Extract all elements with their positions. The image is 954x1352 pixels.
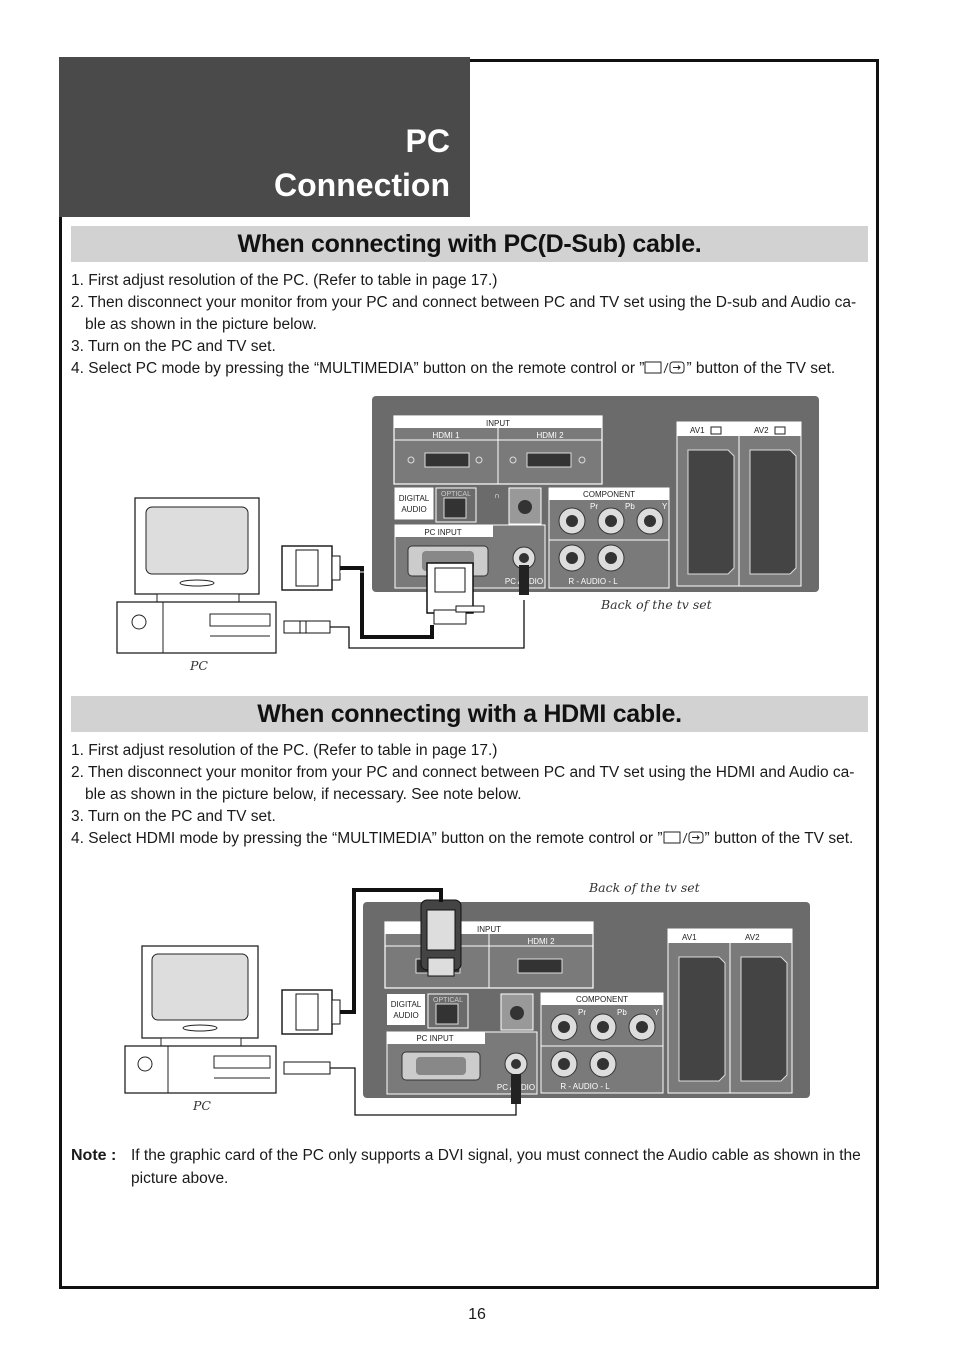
- label-pc-input: PC INPUT: [416, 1034, 453, 1043]
- step-text: 4. Select PC mode by pressing the “MULTI…: [71, 360, 645, 377]
- label-component: COMPONENT: [576, 995, 628, 1004]
- step-item: 4. Select HDMI mode by pressing the “MUL…: [71, 828, 871, 850]
- label-pc-input: PC INPUT: [424, 528, 461, 537]
- page-title-line2: Connection: [274, 167, 450, 203]
- tv-source-icon: [644, 361, 685, 374]
- label-y: Y: [662, 502, 668, 511]
- label-component: COMPONENT: [583, 490, 635, 499]
- step-text: ” button of the TV set.: [704, 830, 854, 847]
- label-optical: OPTICAL: [441, 491, 471, 498]
- page-title-line1: PC: [405, 123, 450, 159]
- label-audio-lr: R - AUDIO - L: [568, 577, 618, 586]
- label-pb: Pb: [617, 1008, 627, 1017]
- input-arrow-icon: [774, 426, 786, 435]
- step-item: 1. First adjust resolution of the PC. (R…: [71, 742, 498, 759]
- caption-pc: PC: [193, 1098, 211, 1113]
- dsub-connection-diagram: INPUT HDMI 1 HDMI 2 DIGITAL AUDIO OPTICA…: [116, 396, 819, 654]
- label-pb: Pb: [625, 502, 635, 511]
- label-digital: DIGITAL: [399, 494, 430, 503]
- label-optical: OPTICAL: [433, 997, 463, 1004]
- caption-pc: PC: [190, 658, 208, 673]
- label-input: INPUT: [477, 925, 501, 934]
- caption-tv-back: Back of the tv set: [601, 597, 712, 612]
- label-av1: AV1: [682, 933, 697, 942]
- label-pr: Pr: [578, 1008, 586, 1017]
- label-audio-lr: R - AUDIO - L: [560, 1082, 610, 1091]
- step-item: 3. Turn on the PC and TV set.: [71, 808, 276, 825]
- step-item: 2. Then disconnect your monitor from you…: [71, 294, 857, 333]
- step-item: 3. Turn on the PC and TV set.: [71, 338, 276, 355]
- title-block: PC Connection: [59, 57, 470, 217]
- headphone-icon: ∩: [494, 491, 500, 500]
- section-heading-dsub: When connecting with PC(D-Sub) cable.: [71, 226, 868, 262]
- label-digital: DIGITAL: [391, 1000, 422, 1009]
- label-hdmi1: HDMI 1: [432, 431, 460, 440]
- step-item: 2. Then disconnect your monitor from you…: [71, 764, 855, 803]
- label-av1: AV1: [690, 426, 705, 435]
- steps-hdmi: 1. First adjust resolution of the PC. (R…: [71, 740, 871, 850]
- input-arrow-icon: [710, 426, 722, 435]
- label-av2: AV2: [754, 426, 769, 435]
- caption-tv-back: Back of the tv set: [589, 880, 700, 895]
- label-hdmi2: HDMI 2: [527, 937, 555, 946]
- label-pr: Pr: [590, 502, 598, 511]
- label-audio: AUDIO: [393, 1011, 418, 1020]
- label-audio: AUDIO: [401, 505, 426, 514]
- note-text: If the graphic card of the PC only suppo…: [131, 1147, 861, 1187]
- page-number: 16: [468, 1306, 486, 1323]
- step-text: 4. Select HDMI mode by pressing the “MUL…: [71, 830, 663, 847]
- label-hdmi2: HDMI 2: [536, 431, 564, 440]
- tv-source-icon: [663, 831, 704, 844]
- step-item: 4. Select PC mode by pressing the “MULTI…: [71, 358, 871, 380]
- step-text: ” button of the TV set.: [686, 360, 836, 377]
- label-y: Y: [654, 1008, 660, 1017]
- label-input: INPUT: [486, 419, 510, 428]
- step-item: 1. First adjust resolution of the PC. (R…: [71, 272, 498, 289]
- section-heading-hdmi: When connecting with a HDMI cable.: [71, 696, 868, 732]
- hdmi-connection-diagram: INPUT HDMI 2 DIGITAL AUDIO OPTICAL COMPO…: [124, 888, 810, 1116]
- steps-dsub: 1. First adjust resolution of the PC. (R…: [71, 270, 871, 380]
- note-label: Note :: [71, 1147, 117, 1164]
- label-av2: AV2: [745, 933, 760, 942]
